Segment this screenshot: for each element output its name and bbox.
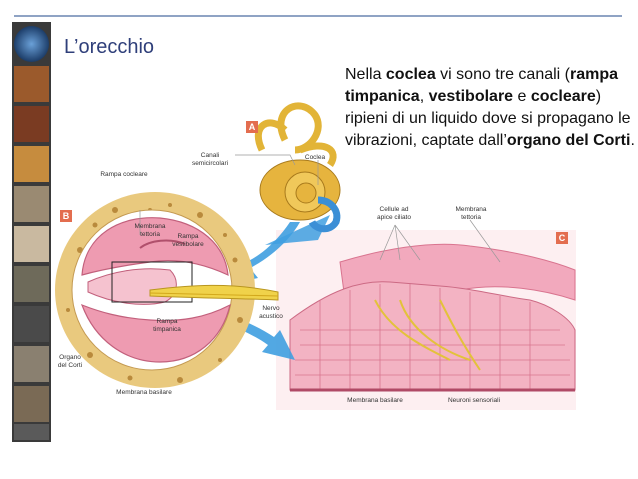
slide-paragraph: Nella coclea vi sono tre canali (rampa t… [345, 66, 635, 149]
thumb-image [14, 226, 49, 262]
label-membrana-tettoria-c: Membrana tettoria [455, 206, 487, 221]
label-canali-semicircolari: Canali semicircolari [191, 152, 229, 167]
label-rampa-cocleare: Rampa cocleare [100, 171, 148, 178]
thumb-image [14, 26, 49, 62]
label-organo-corti: Organo del Corti [57, 354, 83, 369]
thumb-image [14, 186, 49, 222]
thumb-image [14, 346, 49, 382]
label-membrana-tettoria-b: Membrana tettoria [134, 223, 166, 238]
thumb-image [14, 386, 49, 422]
label-cellule-ciliate: Cellule ad apice ciliato [377, 206, 411, 221]
thumb-image [14, 266, 49, 302]
thumb-image [14, 424, 49, 440]
label-membrana-basilare-c: Membrana basilare [347, 397, 403, 404]
label-coclea: Coclea [304, 154, 326, 161]
label-rampa-vestibolare: Rampa vestibolare [172, 233, 204, 248]
panel-a-tag: A [246, 121, 258, 133]
thumb-image [14, 106, 49, 142]
decorative-filmstrip [12, 22, 51, 442]
label-nervo-acustico: Nervo acustico [259, 305, 283, 320]
panel-b-tag: B [60, 210, 72, 222]
thumb-image [14, 66, 49, 102]
thumb-image [14, 146, 49, 182]
panel-c-tag: C [556, 232, 568, 244]
slide-title: L’orecchio [64, 36, 155, 58]
title-rule [14, 15, 622, 17]
label-membrana-basilare-b: Membrana basilare [116, 389, 172, 396]
label-neuroni-sensoriali: Neuroni sensoriali [447, 397, 501, 404]
label-rampa-timpanica: Rampa timpanica [153, 318, 181, 333]
thumb-image [14, 306, 49, 342]
